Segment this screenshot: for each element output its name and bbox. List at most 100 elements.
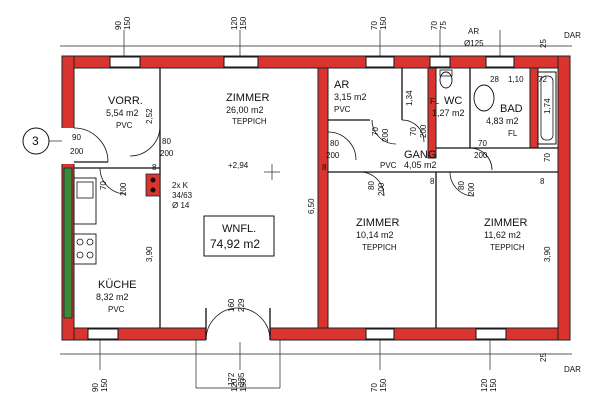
top-dim-5: 70 [370,21,379,30]
room-floor: TEPPICH [490,243,525,252]
entrance-number: 3 [32,134,39,148]
room-area: 5,54 m2 [106,108,139,118]
room-floor: TEPPICH [232,117,267,126]
top-label-ar: AR [468,27,479,36]
bottom-dim-5: 70 [370,383,379,392]
top-dim-7: 70 [430,21,439,30]
zimmer3-door-width: 80 [457,181,466,190]
room-wc: WC 1,27 m2 FL [430,95,465,118]
dim-8-d: 8 [540,177,545,186]
entrance-marker: 3 [22,127,62,155]
balcony-door [195,307,281,389]
bottom-label-dar: DAR [564,365,581,374]
wc-door-height: 200 [419,124,428,138]
vorr-kueche-door-height: 200 [119,182,128,196]
chimney-line-1: 2x K [172,181,189,190]
door-dimensions: 90 200 80 200 70 200 80 200 70 200 70 20… [70,124,488,386]
misc-dimensions: 2,52 3,90 6,50 1,34 3,90 28 1,10 72 1,74… [145,75,552,262]
zimmer-gang-door-height: 200 [326,151,340,160]
interior-walls [74,68,558,328]
height-mark: +2,94 [228,161,280,180]
room-area: 8,32 m2 [96,292,129,302]
balcony-outer-width: 172 [227,372,236,386]
room-name: BAD [500,103,523,115]
chimney-label: 2x K 34/63 Ø 14 [172,181,193,210]
zimmer2-door-width: 80 [367,181,376,190]
top-dim-4: 150 [239,16,248,30]
top-dim-3: 120 [230,16,239,30]
room-area: 4,05 m2 [404,160,437,170]
zimmer2-door-height: 200 [377,182,386,196]
top-label-diameter: Ø125 [464,39,484,48]
room-name: AR [334,79,349,91]
dim-252: 2,52 [145,108,154,124]
room-zimmer-main: ZIMMER 26,00 m2 TEPPICH [226,92,269,126]
total-value: 74,92 m2 [210,237,260,251]
bad-door-width: 70 [478,139,487,148]
room-vorr: VORR. 5,54 m2 PVC [106,95,143,130]
room-name: ZIMMER [226,92,269,104]
top-label-dar: DAR [564,31,581,40]
kitchen-fixtures [73,177,97,265]
top-windows [109,56,515,68]
vorr-zimmer-door-height: 200 [160,149,174,158]
entry-door-height: 200 [70,147,84,156]
dim-72: 72 [538,75,547,84]
bottom-dim-1: 90 [91,383,100,392]
top-dim-8: 75 [439,21,448,30]
zimmer3-door-height: 200 [467,182,476,196]
room-area: 4,83 m2 [486,116,519,126]
room-name: WC [444,95,462,107]
room-kueche: KÜCHE 8,32 m2 PVC [96,279,137,314]
dim-174: 1,74 [543,98,552,114]
room-area: 3,15 m2 [334,92,367,102]
room-floor: PVC [334,105,351,114]
chimney-line-2: 34/63 [172,191,193,200]
room-floor: PVC [108,305,125,314]
bottom-dim-4: 150 [239,378,248,392]
balcony-door-width: 160 [227,298,236,312]
dim-8-b: 8 [322,163,327,172]
vorr-zimmer-door-width: 80 [162,137,171,146]
bottom-windows [87,328,507,340]
room-floor: FL [430,97,440,106]
height-mark-label: +2,94 [228,161,249,170]
room-bad: BAD 4,83 m2 FL [486,103,523,138]
dim-390-left: 3,90 [145,246,154,262]
room-name: VORR. [108,95,143,107]
bottom-dim-25: 25 [539,353,548,362]
chimney-line-3: Ø 14 [172,201,190,210]
bottom-dim-2: 150 [100,378,109,392]
bottom-dim-3: 120 [230,378,239,392]
room-floor: FL [508,129,518,138]
vorr-kueche-door-width: 70 [99,181,108,190]
top-dim-1: 90 [114,21,123,30]
total-area: WNFL. 74,92 m2 [203,215,275,257]
ar-door-width: 70 [371,127,380,136]
wc-door-width: 70 [409,127,418,136]
room-area: 10,14 m2 [356,230,394,240]
top-dim-25: 25 [539,39,548,48]
dim-70: 70 [543,153,552,162]
top-dim-6: 150 [379,16,388,30]
interior-doors [99,119,493,197]
balcony-outer-height: 235 [237,372,246,386]
top-dim-2: 150 [123,16,132,30]
room-floor: TEPPICH [362,243,397,252]
top-dimension-labels: 90 150 120 150 70 150 70 75 AR Ø125 25 D… [114,16,581,48]
total-label: WNFL. [222,223,256,235]
room-name: ZIMMER [484,217,527,229]
dim-650: 6,50 [307,198,316,214]
room-name: GANG [404,149,436,161]
room-ar: AR 3,15 m2 PVC [334,79,367,114]
room-zimmer-2: ZIMMER 10,14 m2 TEPPICH [356,217,399,252]
room-gang: GANG PVC 4,05 m2 [380,149,437,170]
room-area: 11,62 m2 [484,230,521,240]
entry-door-width: 90 [72,133,81,142]
room-area: 1,27 m2 [432,108,465,118]
dim-8-a: 8 [152,163,157,172]
room-name: ZIMMER [356,217,399,229]
bad-door-height: 200 [474,151,488,160]
dim-390-right: 3,90 [543,246,552,262]
